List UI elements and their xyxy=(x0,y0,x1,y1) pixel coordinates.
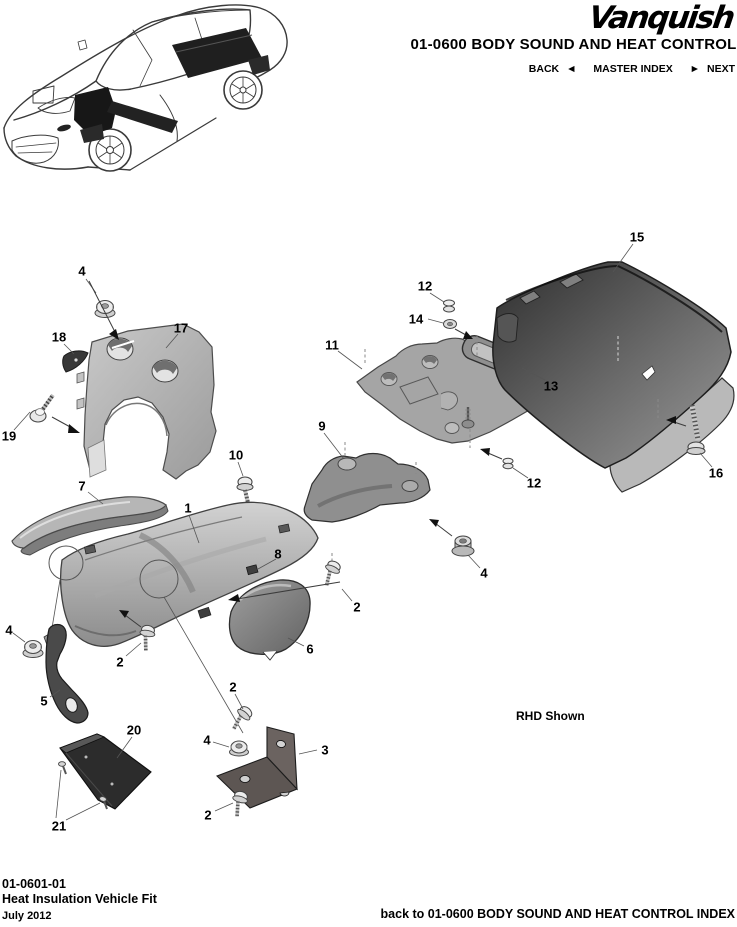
callout-10: 10 xyxy=(228,447,244,463)
callout-2b: 2 xyxy=(116,654,124,670)
rhd-note: RHD Shown xyxy=(516,709,585,723)
part-19-screw xyxy=(29,393,55,423)
back-to-index-link[interactable]: back to 01-0600 BODY SOUND AND HEAT CONT… xyxy=(380,907,735,921)
pointer-arrows xyxy=(51,280,687,628)
nav-back-link[interactable]: BACK xyxy=(528,63,560,75)
callout-7: 7 xyxy=(78,478,86,494)
callout-1: 1 xyxy=(184,500,192,516)
part-4-nut-bracket xyxy=(229,740,249,757)
nav-next-link[interactable]: NEXT xyxy=(706,63,735,75)
part-4-grommet xyxy=(451,535,475,557)
leader-lines xyxy=(12,243,713,821)
callout-4c: 4 xyxy=(5,622,13,638)
callout-12b: 12 xyxy=(526,475,542,491)
doc-date: July 2012 xyxy=(2,910,52,922)
callout-8: 8 xyxy=(274,546,282,562)
callout-4b: 4 xyxy=(480,565,488,581)
callout-2d: 2 xyxy=(204,807,212,823)
part-8-clip xyxy=(245,564,259,576)
callout-18: 18 xyxy=(51,329,67,345)
part-21-push-pins xyxy=(58,761,108,810)
nav-back-arrow-icon: ◄ xyxy=(566,63,577,75)
callout-9: 9 xyxy=(318,418,326,434)
callout-19: 19 xyxy=(1,428,17,444)
callout-21: 21 xyxy=(51,818,67,834)
callout-4: 4 xyxy=(78,263,86,279)
callout-16: 16 xyxy=(708,465,724,481)
callout-5: 5 xyxy=(40,693,48,709)
callout-12: 12 xyxy=(417,278,433,294)
part-7-sill-strip xyxy=(11,496,169,556)
callout-4d: 4 xyxy=(203,732,211,748)
callout-14: 14 xyxy=(408,311,424,327)
rear-wheel xyxy=(223,70,263,110)
part-9-bracket-shield xyxy=(303,442,431,523)
callout-15: 15 xyxy=(629,229,645,245)
part-2-screws xyxy=(139,560,341,817)
part-16-bolt xyxy=(686,404,706,455)
part-17-dash-panel xyxy=(76,323,217,480)
badge xyxy=(57,124,71,132)
part-12-nut-upper xyxy=(443,299,455,313)
callout-6: 6 xyxy=(306,641,314,657)
highlighted-insulation-parts xyxy=(74,28,270,143)
callout-11: 11 xyxy=(325,337,339,353)
part-5-strap xyxy=(43,623,89,724)
part-4-nut-top xyxy=(94,299,116,318)
vehicle-illustration xyxy=(3,4,288,172)
mount-dashes xyxy=(364,336,478,448)
part-15-bulkhead-cover xyxy=(492,261,735,493)
part-1-main-heat-shield xyxy=(48,501,333,734)
nav-master-index-link[interactable]: MASTER INDEX xyxy=(593,63,673,75)
part-3-l-bracket xyxy=(215,726,298,809)
part-12-nut-lower xyxy=(502,457,514,470)
part-4-nut-left xyxy=(22,639,44,658)
doc-title: Heat Insulation Vehicle Fit xyxy=(2,892,157,906)
doc-number: 01-0601-01 xyxy=(2,877,66,891)
callout-13: 13 xyxy=(543,378,559,394)
callout-2a: 2 xyxy=(353,599,361,615)
header-nav: BACK ◄ MASTER INDEX ► NEXT xyxy=(410,63,735,75)
part-14-washer xyxy=(443,319,457,329)
part-6-access-cover xyxy=(228,579,311,661)
nav-next-arrow-icon: ► xyxy=(689,63,701,75)
page-title: 01-0600 BODY SOUND AND HEAT CONTROL xyxy=(410,36,737,53)
callout-3: 3 xyxy=(321,742,329,758)
callout-2c: 2 xyxy=(229,679,237,695)
callout-17: 17 xyxy=(173,320,189,336)
callout-20: 20 xyxy=(126,722,142,738)
part-18-pad xyxy=(62,350,89,373)
